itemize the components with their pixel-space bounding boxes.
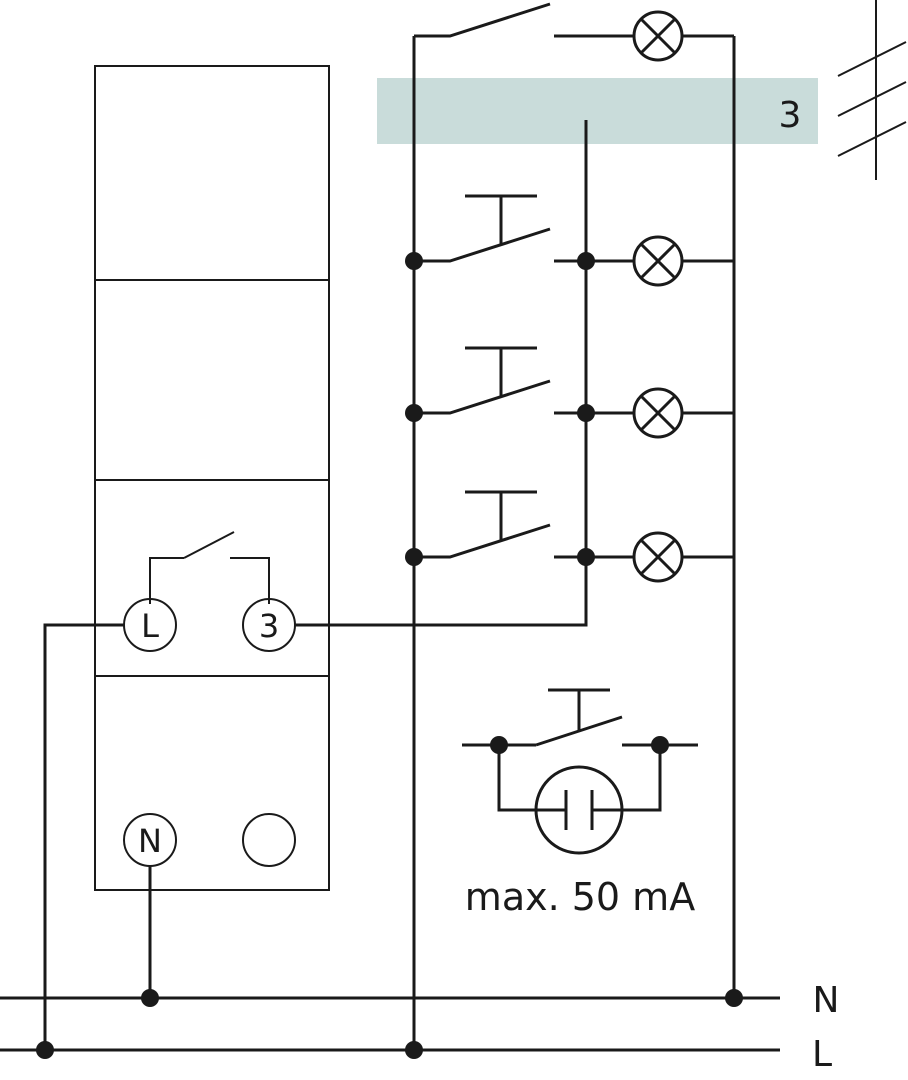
glow-lamp-icon [534, 765, 624, 855]
terminal-unused [242, 813, 296, 867]
supply-buses [0, 996, 780, 1052]
bus-label-l: L [812, 1034, 832, 1075]
current-limit-note: max. 50 mA [465, 875, 695, 919]
pushbutton-icon [414, 346, 586, 415]
terminal-n: N [123, 813, 177, 867]
lamp-icon [632, 531, 734, 583]
terminal-3: 3 [242, 598, 296, 652]
conductor-count-label: 3 [779, 95, 802, 136]
lamp-icon [632, 10, 734, 62]
three-wire-mark-icon [837, 0, 907, 180]
pushbutton-icon [414, 490, 586, 559]
lamp-icon [632, 235, 734, 287]
illuminated-pushbutton [462, 688, 698, 855]
pushbutton-row-1 [405, 194, 734, 287]
conductor-band [377, 78, 818, 144]
lamp-icon [632, 387, 734, 439]
pushbutton-row-2 [405, 346, 734, 439]
svg-text:3: 3 [259, 607, 279, 645]
relay-contact-icon [149, 531, 270, 604]
bus-label-n: N [813, 980, 840, 1021]
device-wiring [43, 120, 588, 1050]
pushbutton-row-3 [405, 490, 734, 583]
switch-icon [414, 2, 634, 38]
terminal-l: L [123, 598, 177, 652]
svg-text:L: L [141, 607, 159, 645]
device-housing [94, 65, 330, 891]
pushbutton-icon [414, 194, 586, 263]
bus-junctions [36, 989, 743, 1059]
svg-text:N: N [138, 822, 162, 860]
